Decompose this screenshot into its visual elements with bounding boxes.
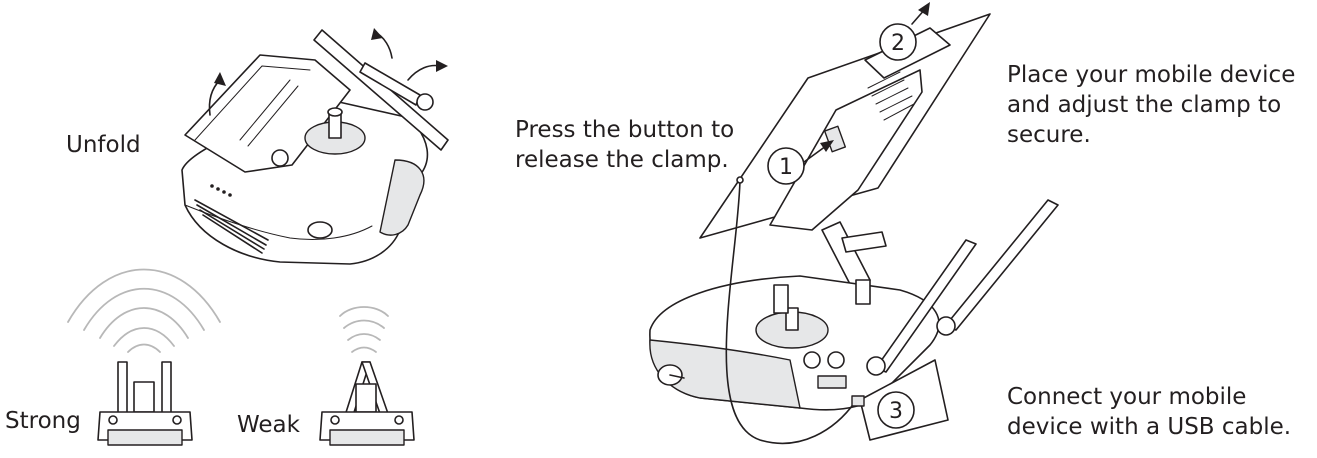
remote-side-dial xyxy=(307,221,333,239)
connect-usb-line-1: Connect your mobile xyxy=(1007,384,1247,410)
weak-signal-waves xyxy=(339,306,389,353)
step-badge-1: 1 xyxy=(767,147,805,185)
remote-with-mobile-device xyxy=(649,2,1059,445)
unfold-label: Unfold xyxy=(66,132,141,158)
step-number-3: 3 xyxy=(889,399,903,424)
place-device-line-3: secure. xyxy=(1007,122,1091,148)
controller-wheel xyxy=(817,375,847,389)
remote-grille xyxy=(194,199,269,254)
remote-side-grip xyxy=(379,159,425,236)
weak-controller xyxy=(319,361,415,446)
place-device-line-2: and adjust the clamp to xyxy=(1007,92,1282,118)
place-device-line-1: Place your mobile device xyxy=(1007,62,1296,88)
step-badge-3: 3 xyxy=(877,391,915,429)
joystick xyxy=(304,107,366,155)
step-number-1: 1 xyxy=(779,155,793,180)
signal-strength-strong xyxy=(67,268,221,446)
weak-label: Weak xyxy=(237,412,300,438)
strong-label: Strong xyxy=(5,408,81,434)
remote-button xyxy=(271,149,289,167)
controller-front-panel xyxy=(649,339,801,409)
place-device-caption: Place your mobile device and adjust the … xyxy=(1007,60,1295,150)
clamp-arm xyxy=(821,221,871,289)
controller-sticks xyxy=(755,279,871,349)
step-badge-2: 2 xyxy=(879,23,917,61)
remote-unfold-illustration xyxy=(181,28,449,265)
remote-status-dots xyxy=(210,184,232,197)
connect-usb-caption: Connect your mobile device with a USB ca… xyxy=(1007,382,1291,442)
unfold-arrows xyxy=(208,28,448,116)
usb-connector xyxy=(851,395,865,407)
strong-controller xyxy=(97,361,193,446)
remote-body-edge xyxy=(184,204,373,240)
usb-cable xyxy=(725,179,856,445)
step-number-2: 2 xyxy=(891,31,905,56)
controller-antennas xyxy=(866,199,1059,376)
controller-button-b xyxy=(827,351,845,369)
connect-usb-line-2: device with a USB cable. xyxy=(1007,414,1292,440)
signal-strength-weak xyxy=(319,306,415,446)
press-button-line-1: Press the button to xyxy=(515,117,735,143)
controller-button-a xyxy=(803,351,821,369)
press-button-line-2: release the clamp. xyxy=(515,147,729,173)
strong-signal-waves xyxy=(67,268,221,353)
step1-arrow xyxy=(803,145,827,163)
press-button-caption: Press the button to release the clamp. xyxy=(515,115,734,175)
folded-antennas xyxy=(313,29,449,151)
